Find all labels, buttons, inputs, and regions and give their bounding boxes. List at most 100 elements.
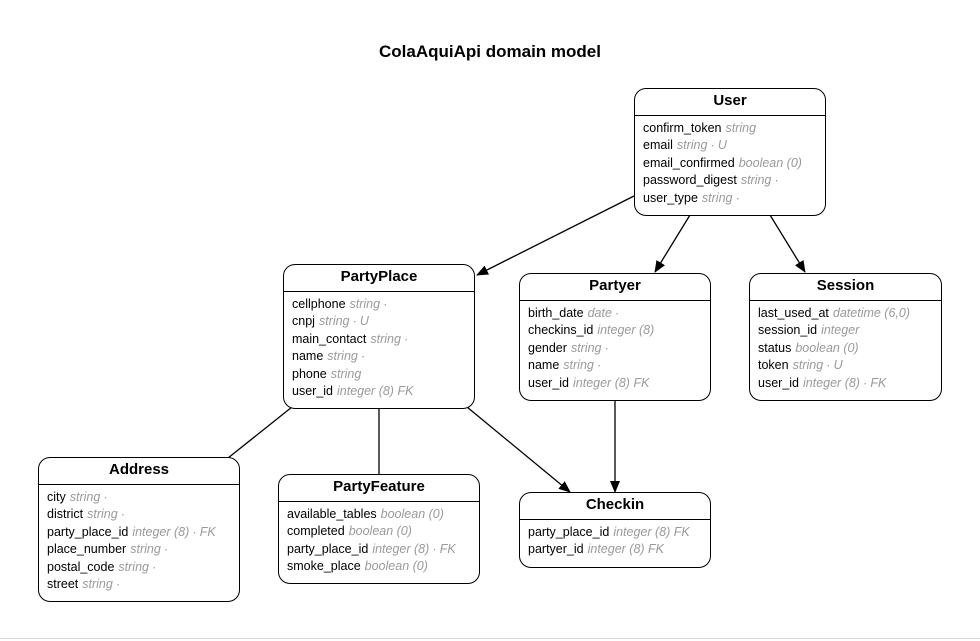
attribute-name: password_digest: [643, 173, 737, 188]
attribute-row: user_id integer (8) ∙ FK: [758, 375, 933, 392]
attribute-type: string ∙: [327, 349, 365, 364]
attribute-name: party_place_id: [528, 525, 610, 539]
attribute-name: checkins_id: [528, 323, 594, 338]
attribute-name: user_id: [292, 383, 333, 398]
attribute-type: string ∙: [82, 576, 120, 591]
edge-user-partyer: [654, 214, 691, 273]
attribute-name: city: [47, 490, 66, 504]
attribute-name: phone: [292, 366, 327, 381]
attribute-name: name: [528, 358, 560, 373]
attribute-name: main_contact: [292, 331, 367, 346]
attribute-type: string ∙: [740, 173, 779, 188]
attribute-name: cnpj: [292, 314, 315, 329]
attribute-type: boolean (0): [380, 507, 444, 521]
attribute-name: email_confirmed: [643, 155, 735, 170]
attribute-type: datetime (6,0): [832, 306, 911, 320]
attribute-name: status: [758, 340, 792, 355]
entity-title: Address: [39, 458, 239, 485]
attribute-name: confirm_token: [643, 121, 722, 135]
attribute-type: integer (8) ∙ FK: [803, 375, 887, 390]
attribute-type: integer (8) ∙ FK: [372, 541, 456, 556]
attribute-name: name: [292, 349, 324, 364]
attribute-type: integer (8) FK: [573, 375, 650, 390]
attribute-name: user_id: [758, 375, 799, 390]
attribute-type: string ∙ U: [318, 314, 369, 329]
attribute-name: email: [643, 138, 673, 153]
entity-title: PartyFeature: [279, 475, 479, 502]
attribute-name: birth_date: [528, 306, 584, 320]
attribute-name: postal_code: [47, 559, 115, 574]
attribute-name: party_place_id: [287, 541, 369, 556]
attribute-type: string ∙: [701, 190, 740, 205]
edge-user-partyplace: [476, 195, 635, 276]
attribute-type: integer (8) FK: [613, 525, 690, 539]
attribute-type: string ∙: [349, 297, 388, 311]
entity-title: PartyPlace: [284, 265, 474, 292]
bottom-divider: [0, 638, 980, 639]
attribute-type: integer (8) FK: [337, 383, 414, 398]
attribute-name: partyer_id: [528, 542, 584, 557]
attribute-type: string ∙: [118, 559, 156, 574]
attribute-type: string ∙ U: [676, 138, 727, 153]
entity-title: Checkin: [520, 493, 710, 520]
attribute-type: string: [725, 121, 757, 135]
entity-title: Partyer: [520, 274, 710, 301]
attribute-type: integer (8) FK: [587, 542, 665, 557]
attribute-name: available_tables: [287, 507, 377, 521]
attribute-name: district: [47, 507, 84, 522]
attribute-type: string ∙: [370, 331, 408, 346]
attribute-name: last_used_at: [758, 306, 829, 320]
attribute-type: string ∙: [87, 507, 125, 522]
attribute-type: string ∙: [570, 340, 609, 355]
attribute-type: integer (8): [597, 323, 655, 338]
attribute-type: integer: [821, 323, 860, 338]
edge-partyplace-checkin: [466, 406, 571, 493]
attribute-type: boolean (0): [364, 559, 428, 574]
attribute-name: gender: [528, 340, 567, 355]
attribute-name: cellphone: [292, 297, 346, 311]
attribute-name: street: [47, 576, 79, 591]
attribute-name: session_id: [758, 323, 818, 338]
diagram-title: ColaAquiApi domain model: [379, 42, 601, 61]
attribute-type: boolean (0): [348, 524, 412, 539]
attribute-name: place_number: [47, 542, 127, 557]
entity-title: User: [635, 89, 825, 116]
edge-partyplace-address: [227, 406, 293, 459]
attribute-type: string ∙: [69, 490, 108, 504]
attribute-name: user_type: [643, 190, 698, 205]
attribute-row: user_id integer (8) FK: [292, 383, 466, 400]
